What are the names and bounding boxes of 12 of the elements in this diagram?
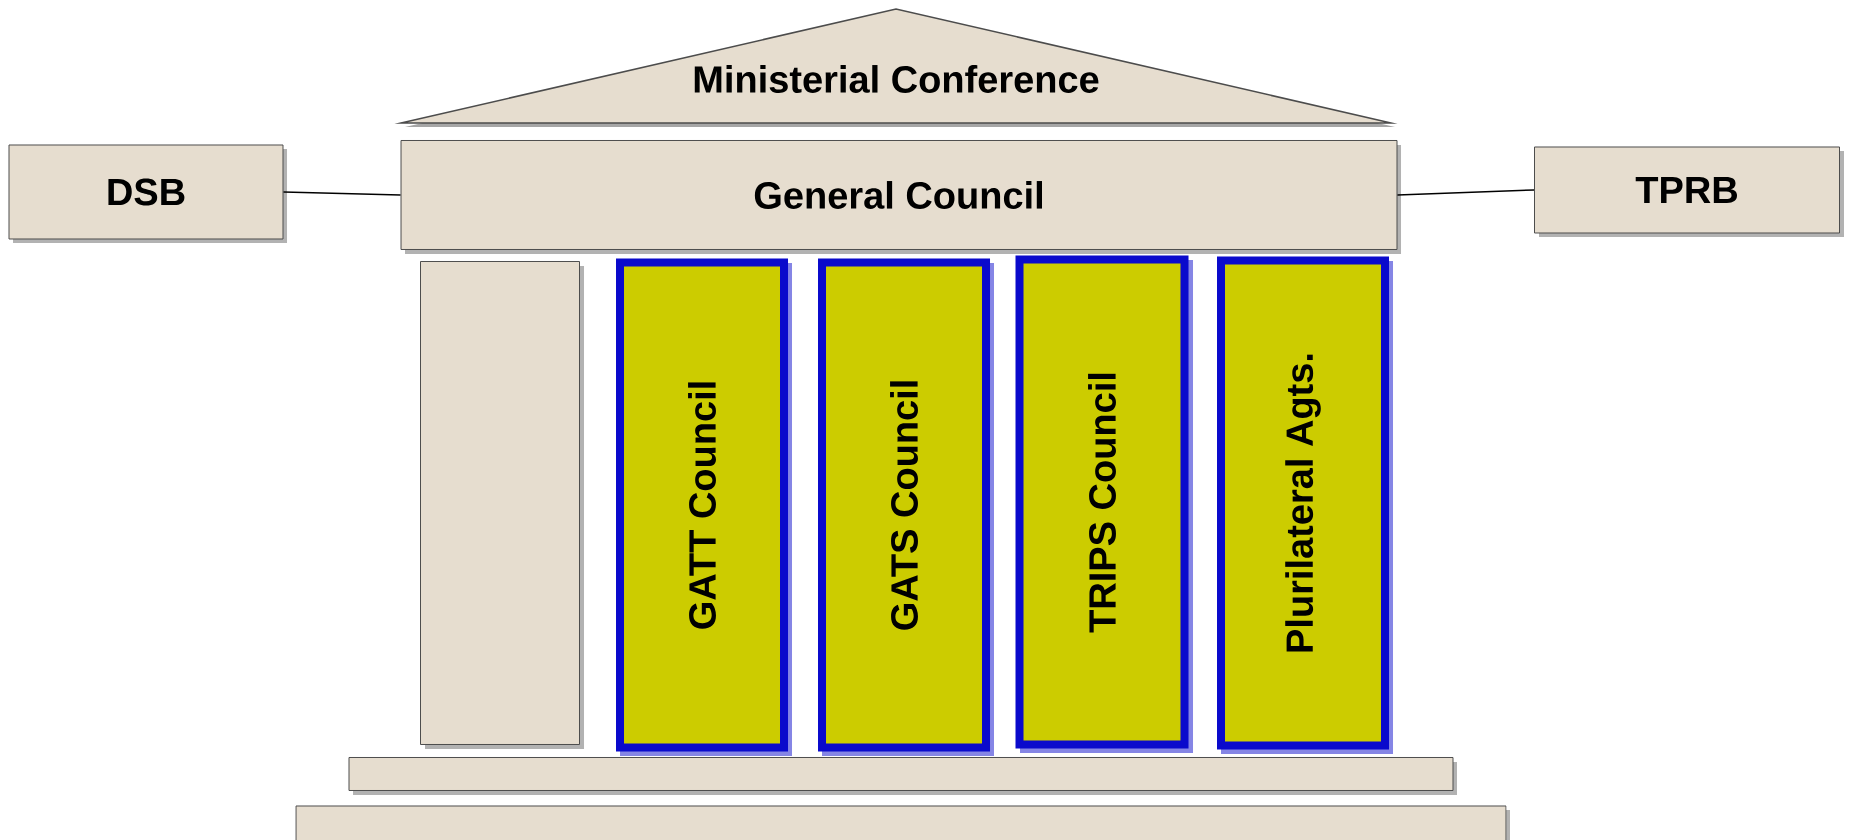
stone-block: TPRB [1534, 146, 1844, 237]
stone-block: General Council [400, 140, 1401, 254]
stone-block [348, 757, 1457, 795]
stone-block [295, 805, 1510, 840]
council-pillar: Plurilateral Agts. [1217, 256, 1393, 754]
stone-block: DSB [8, 144, 287, 243]
connector-line [282, 191, 402, 196]
council-pillar: GATT Council [616, 258, 792, 756]
council-pillar: GATS Council [818, 258, 994, 756]
connector-line [1396, 189, 1535, 196]
stone-block [420, 261, 584, 749]
council-pillar: TRIPS Council [1015, 255, 1193, 753]
